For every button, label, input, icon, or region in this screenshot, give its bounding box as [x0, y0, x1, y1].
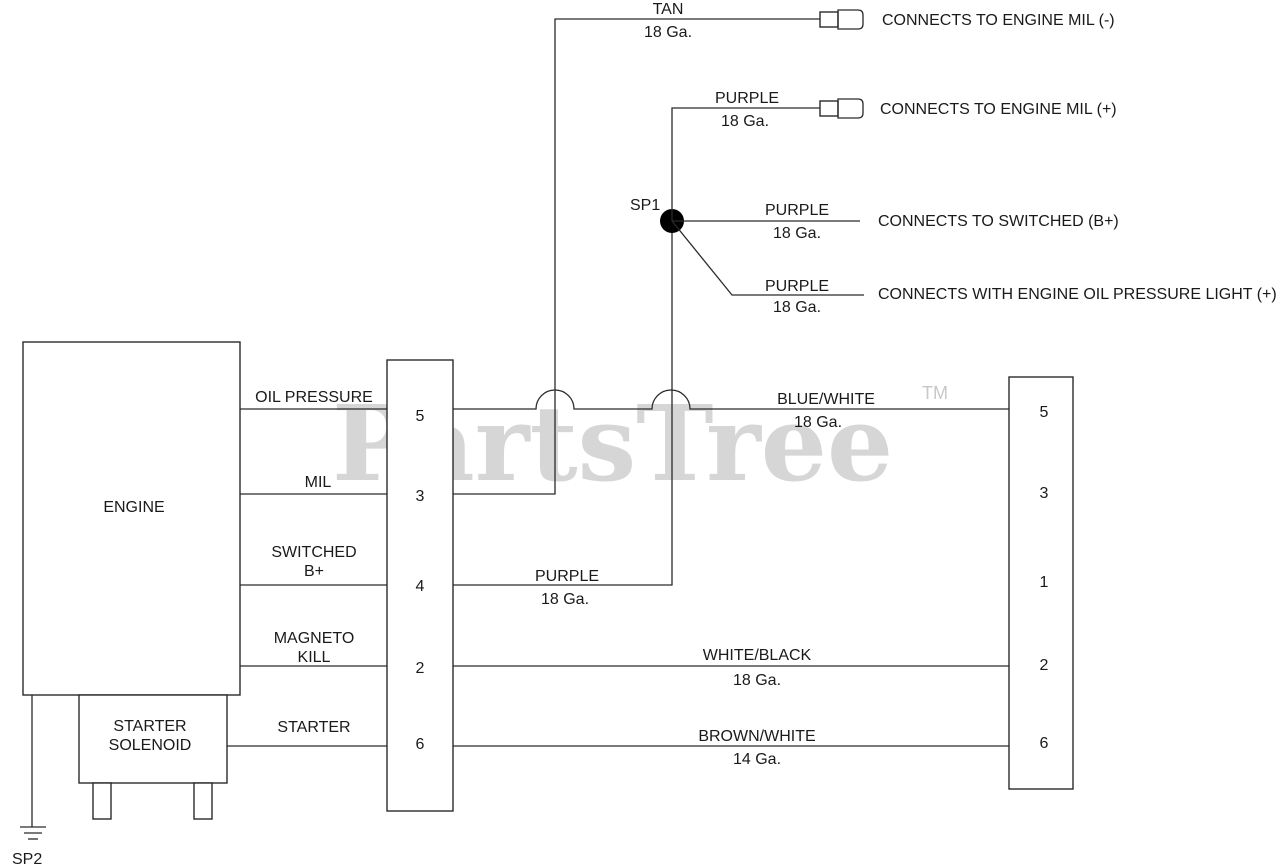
watermark-tm: TM: [922, 383, 948, 403]
wire-tan: [453, 18, 820, 495]
engine-label: ENGINE: [103, 499, 164, 516]
label-purple-oil-gauge: 18 Ga.: [773, 299, 821, 316]
label-mil: MIL: [305, 474, 332, 491]
label-switched: SWITCHED: [271, 544, 356, 561]
label-kill: KILL: [298, 649, 331, 666]
label-white-black-color: WHITE/BLACK: [703, 647, 812, 664]
wire-purple-pin4: [453, 221, 673, 586]
label-blue-white-gauge: 18 Ga.: [794, 414, 842, 431]
wire-blue-white: [453, 389, 1009, 410]
engine-box: [22, 341, 241, 696]
left-pin-4: 4: [416, 578, 425, 595]
label-tan-color: TAN: [653, 1, 684, 18]
label-purple-oil-color: PURPLE: [765, 278, 829, 295]
label-connects-mil-minus: CONNECTS TO ENGINE MIL (-): [882, 12, 1115, 29]
label-connects-mil-plus: CONNECTS TO ENGINE MIL (+): [880, 101, 1117, 118]
label-brown-white-gauge: 14 Ga.: [733, 751, 781, 768]
label-purple-mil-color: PURPLE: [715, 90, 779, 107]
label-purple-pin4-color: PURPLE: [535, 568, 599, 585]
label-blue-white-color: BLUE/WHITE: [777, 391, 875, 408]
right-pin-6: 6: [1040, 735, 1049, 752]
right-connector: [1008, 376, 1074, 790]
left-connector: [386, 359, 454, 812]
label-sp1: SP1: [630, 197, 660, 214]
left-pin-5: 5: [416, 408, 425, 425]
wire-purple-oil-light: [671, 220, 864, 296]
label-connects-switched: CONNECTS TO SWITCHED (B+): [878, 213, 1119, 230]
left-pin-3: 3: [416, 488, 425, 505]
label-white-black-gauge: 18 Ga.: [733, 672, 781, 689]
right-pin-3: 3: [1040, 485, 1049, 502]
right-pin-1: 1: [1040, 574, 1049, 591]
left-pin-2: 2: [416, 660, 425, 677]
wire-purple-mil: [671, 107, 820, 221]
bullet-connector-mil-minus: [819, 9, 864, 30]
label-oil-pressure: OIL PRESSURE: [255, 389, 373, 406]
starter-solenoid-label-1: STARTER: [113, 718, 186, 735]
bullet-connector-mil-plus: [819, 98, 864, 119]
ground-label-sp2: SP2: [12, 851, 42, 867]
starter-solenoid-label-2: SOLENOID: [109, 737, 192, 754]
label-b-plus: B+: [304, 563, 324, 580]
label-connects-oil-light: CONNECTS WITH ENGINE OIL PRESSURE LIGHT …: [878, 286, 1277, 303]
solenoid-terminal-right: [193, 782, 213, 820]
label-tan-gauge: 18 Ga.: [644, 24, 692, 41]
label-starter: STARTER: [277, 719, 350, 736]
label-purple-switched-color: PURPLE: [765, 202, 829, 219]
left-pin-6: 6: [416, 736, 425, 753]
right-pin-2: 2: [1040, 657, 1049, 674]
right-pin-5: 5: [1040, 404, 1049, 421]
starter-solenoid-box: [78, 694, 228, 784]
label-purple-pin4-gauge: 18 Ga.: [541, 591, 589, 608]
label-purple-switched-gauge: 18 Ga.: [773, 225, 821, 242]
solenoid-terminal-left: [92, 782, 112, 820]
label-brown-white-color: BROWN/WHITE: [698, 728, 815, 745]
label-magneto: MAGNETO: [274, 630, 355, 647]
label-purple-mil-gauge: 18 Ga.: [721, 113, 769, 130]
